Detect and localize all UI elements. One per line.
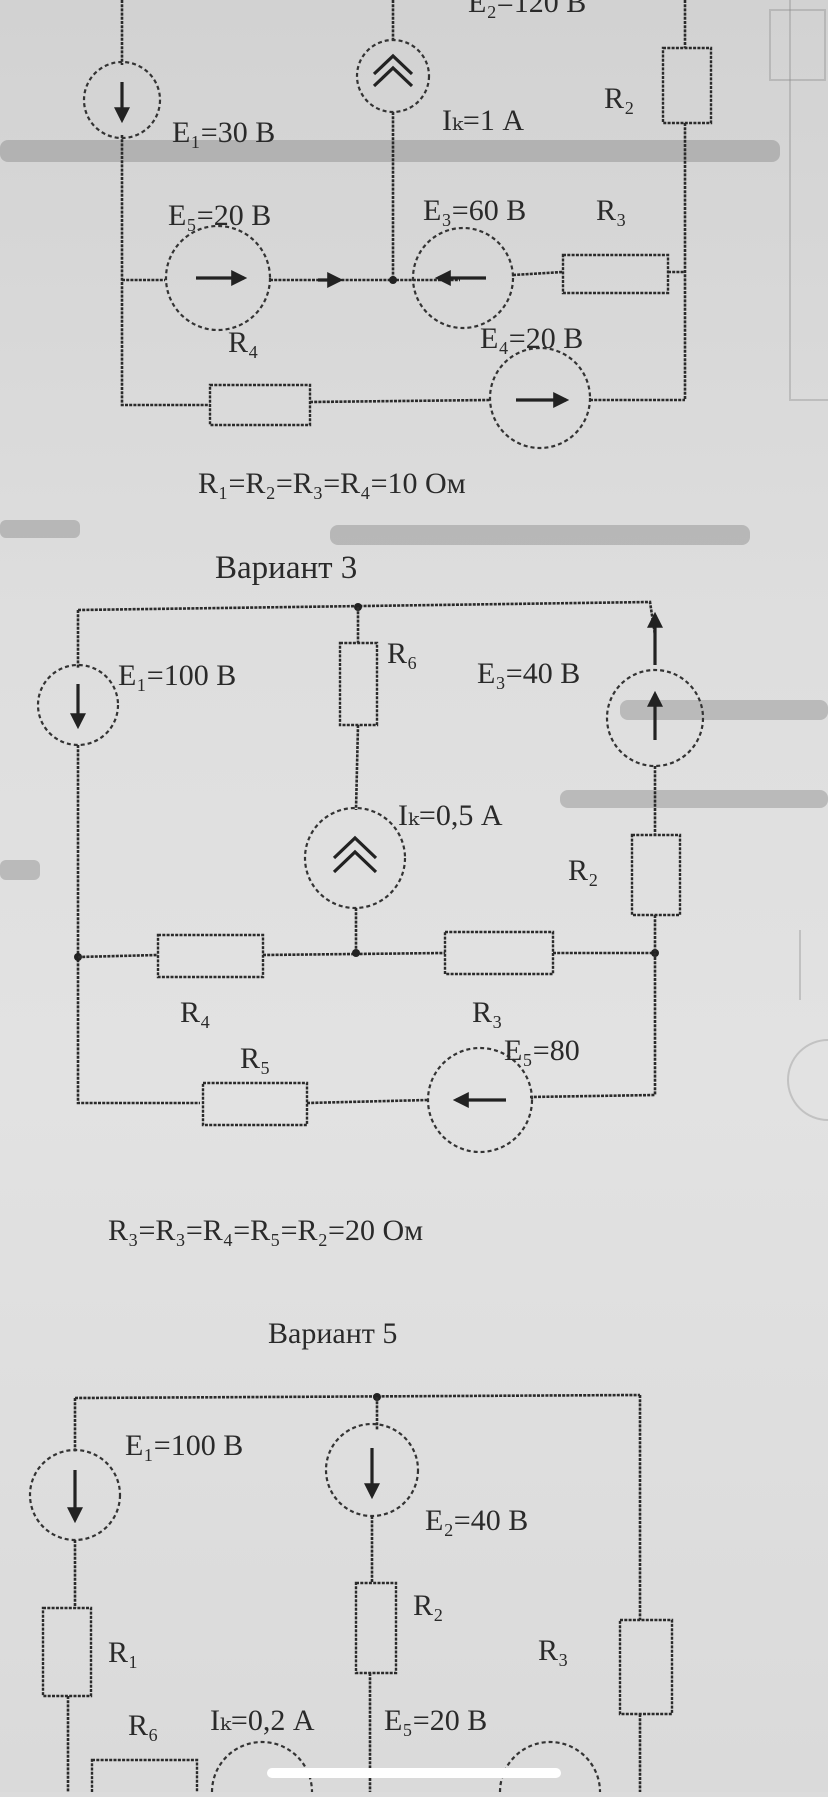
variant-5-title: Вариант 5 (268, 1317, 397, 1350)
label-r6: R₆ (128, 1709, 158, 1742)
label-ik: Iₖ=1 А (442, 104, 524, 137)
resistor-r4 (208, 383, 312, 427)
variant-3-title: Вариант 3 (215, 550, 357, 586)
source-e3-icon (411, 226, 515, 330)
label-e2: E₂=120 В (468, 0, 586, 19)
label-e4: E₄=20 В (480, 322, 583, 355)
current-source-ik-icon (210, 1740, 314, 1793)
label-e1: E₁=30 В (172, 116, 275, 149)
source-e1-icon (82, 60, 162, 140)
label-e1: E₁=100 В (118, 659, 236, 692)
label-r3: R₃ (596, 194, 626, 227)
label-r2: R₂ (413, 1589, 443, 1622)
source-e5-icon (164, 224, 272, 332)
label-r1: R₁ (108, 1636, 138, 1669)
variant-top-circuit: E₂=120 В E₁=30 В Iₖ=1 А R₂ E₅=20 В E₃=60… (82, 0, 713, 500)
label-r3: R₃ (472, 996, 502, 1029)
variant-3-circuit: Вариант 3 E₁=10 (36, 550, 705, 1247)
source-e5-icon (498, 1740, 602, 1793)
variant-top-note: R₁=R₂=R₃=R₄=10 Ом (198, 467, 466, 500)
resistor-r6 (338, 641, 379, 727)
resistor-r3 (618, 1618, 674, 1716)
label-e5: E₅=80 (504, 1034, 580, 1067)
source-e5-icon (426, 1046, 534, 1154)
resistor-r2 (661, 46, 713, 125)
resistor-r1 (41, 1606, 93, 1698)
source-e4-icon (488, 346, 592, 450)
variant-5-circuit: Вариант 5 E₁=100 В E₂=40 В R₂ R₁ R₃ R₆ I… (28, 1317, 674, 1797)
label-r5: R₅ (240, 1042, 270, 1075)
resistor-r5 (201, 1081, 309, 1127)
resistor-r2 (630, 833, 682, 917)
source-e3-icon (605, 668, 705, 768)
label-r4: R₄ (228, 326, 258, 359)
resistor-r3 (561, 253, 670, 295)
resistor-r3 (443, 930, 555, 976)
label-e1: E₁=100 В (125, 1429, 243, 1462)
label-e3: E₃=40 В (477, 657, 580, 690)
label-e5: E₅=20 В (384, 1704, 487, 1737)
label-r3: R₃ (538, 1634, 568, 1667)
label-r6: R₆ (387, 637, 417, 670)
current-source-ik-icon (355, 38, 431, 114)
background-bleed-through (0, 0, 828, 1121)
resistor-r6 (90, 1758, 199, 1797)
label-e5: E₅=20 В (168, 199, 271, 232)
source-e1-icon (36, 663, 120, 747)
label-e2: E₂=40 В (425, 1504, 528, 1537)
label-r4: R₄ (180, 996, 210, 1029)
resistor-r2 (354, 1581, 398, 1675)
current-source-ik-icon (303, 806, 407, 910)
label-r2: R₂ (568, 854, 598, 887)
label-e3: E₃=60 В (423, 194, 526, 227)
resistor-r4 (156, 933, 265, 979)
home-indicator[interactable] (267, 1768, 561, 1778)
label-r2: R₂ (604, 82, 634, 115)
variant-3-note: R₃=R₃=R₄=R₅=R₂=20 Ом (108, 1214, 423, 1247)
label-ik: Iₖ=0,5 А (398, 799, 503, 832)
label-ik: Iₖ=0,2 А (210, 1704, 315, 1737)
